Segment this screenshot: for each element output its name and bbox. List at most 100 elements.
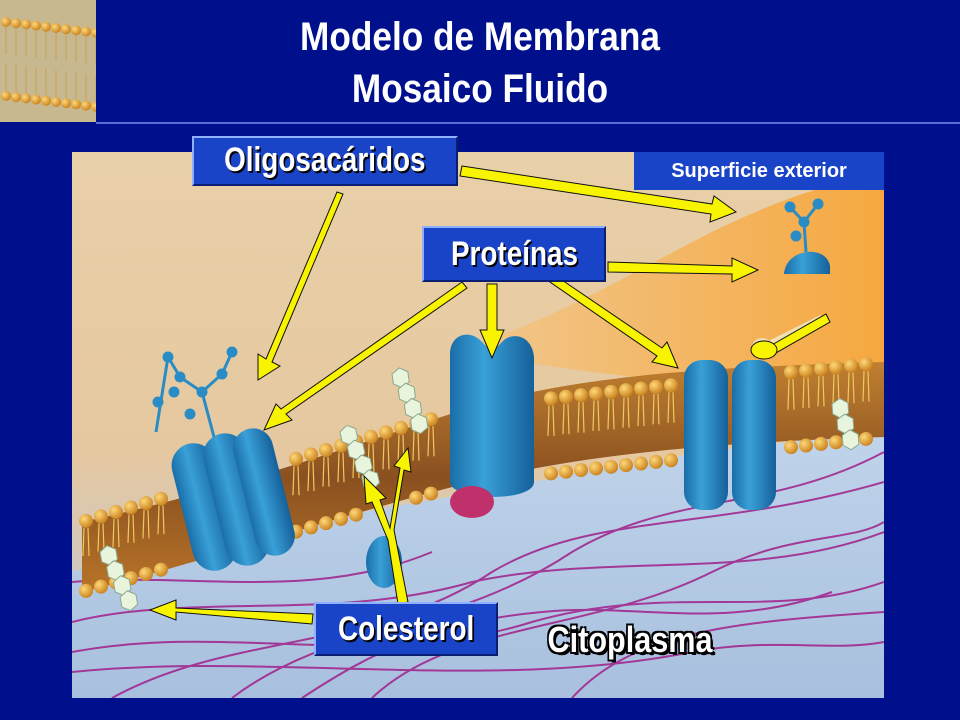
lipid-head xyxy=(379,425,393,440)
lipid-head xyxy=(829,360,843,375)
label-citoplasma-text: Citoplasma xyxy=(547,619,713,660)
actin-filament xyxy=(571,611,885,699)
lipid-head xyxy=(289,451,303,466)
lipid-head xyxy=(829,435,843,450)
lipid-head xyxy=(844,358,858,373)
lipid-tail xyxy=(642,395,645,427)
lipid-head xyxy=(619,383,633,398)
lipid-tail xyxy=(657,393,660,425)
lipid-head xyxy=(859,356,873,371)
lipid-tail xyxy=(627,397,630,428)
lipid-head xyxy=(124,500,138,515)
lipid-tail xyxy=(577,402,580,433)
peripheral-protein-pink xyxy=(450,486,494,518)
lipid-tail xyxy=(312,461,315,491)
lipid-head xyxy=(364,429,378,444)
lipid-head xyxy=(589,461,603,476)
label-oligosacaridos: Oligosacáridos xyxy=(192,136,458,186)
lipid-head xyxy=(649,454,663,469)
lipid-head xyxy=(814,436,828,451)
lipid-head xyxy=(799,438,813,453)
lipid-tail xyxy=(807,377,810,409)
label-proteinas-text: Proteínas xyxy=(450,235,578,273)
lipid-head xyxy=(784,440,798,455)
membrane-thumbnail-image xyxy=(0,0,96,122)
lipid-head xyxy=(859,431,873,446)
lipid-tail xyxy=(432,426,435,457)
lipid-tail xyxy=(127,514,130,543)
lipid-tail xyxy=(132,514,135,543)
lipid-tail xyxy=(667,392,670,423)
lipid-head xyxy=(604,459,618,474)
lipid-tail xyxy=(582,402,585,433)
thumbnail-lipid-head xyxy=(51,23,61,33)
lipid-tail xyxy=(342,452,345,483)
lipid-tail xyxy=(102,523,105,552)
lipid-tail xyxy=(162,505,165,535)
lipid-tail xyxy=(87,527,90,556)
lipid-head xyxy=(634,381,648,396)
lipid-tail xyxy=(822,375,825,407)
lipid-head xyxy=(109,504,123,519)
lipid-head xyxy=(649,379,663,394)
lipid-tail xyxy=(787,379,790,410)
transmembrane-protein-center xyxy=(450,334,534,497)
thumbnail-lipid-head xyxy=(81,100,91,111)
thumbnail-lipid-head xyxy=(21,93,31,104)
lipid-head xyxy=(154,491,168,506)
lipid-head xyxy=(559,389,573,404)
lipid-head xyxy=(94,509,108,524)
lipid-tail xyxy=(852,372,855,404)
lipid-head xyxy=(664,453,678,468)
lipid-tail xyxy=(307,461,310,491)
lipid-tail xyxy=(832,374,835,405)
title-divider xyxy=(96,122,960,124)
lipid-tail xyxy=(622,397,625,428)
oligosaccharide-chain-left xyxy=(152,346,238,438)
lipid-head xyxy=(349,507,363,522)
lipid-tail xyxy=(157,505,160,535)
cytoplasm-region xyxy=(72,432,884,698)
lipid-tail xyxy=(142,510,145,539)
lipid-head xyxy=(559,464,573,479)
lipid-tail xyxy=(552,405,555,436)
channel-protein xyxy=(684,360,776,510)
lipid-tail xyxy=(297,465,300,496)
lipid-tail xyxy=(327,457,330,487)
lipid-tail xyxy=(802,377,805,409)
lipid-tail xyxy=(612,398,615,430)
thumbnail-lipid-head xyxy=(61,24,71,35)
lipid-head xyxy=(574,388,588,403)
lipid-head xyxy=(784,365,798,380)
thumbnail-lipid-head xyxy=(41,95,51,106)
transmembrane-protein-left xyxy=(171,428,295,571)
lipid-head xyxy=(304,447,318,462)
lipid-tail xyxy=(567,403,570,435)
lipid-head xyxy=(619,458,633,473)
lipid-head xyxy=(319,516,333,531)
lipid-tail xyxy=(862,370,865,402)
label-colesterol-text: Colesterol xyxy=(337,610,475,648)
lipid-tail xyxy=(652,393,655,425)
thumbnail-lipid-head xyxy=(51,97,61,107)
thumbnail-lipid-head xyxy=(1,17,11,27)
lipid-tail xyxy=(607,398,610,430)
lipid-head xyxy=(574,463,588,478)
lipid-head xyxy=(154,562,168,577)
thumbnail-lipid-head xyxy=(91,101,96,112)
lipid-tail xyxy=(97,523,100,552)
lipid-tail xyxy=(417,430,420,461)
lipid-tail xyxy=(592,400,595,431)
lipid-tail xyxy=(117,518,120,548)
label-proteinas: Proteínas xyxy=(422,226,606,282)
thumbnail-lipid-head xyxy=(21,19,31,30)
lipid-head xyxy=(544,391,558,406)
label-citoplasma: Citoplasma xyxy=(520,616,740,664)
lipid-tail xyxy=(817,375,820,407)
membrane-thumbnail-svg xyxy=(0,0,96,122)
lipid-head xyxy=(139,496,153,511)
thumbnail-lipid-head xyxy=(91,27,96,38)
label-superficie-exterior: Superficie exterior xyxy=(634,152,884,190)
peripheral-protein-inner xyxy=(366,536,402,588)
